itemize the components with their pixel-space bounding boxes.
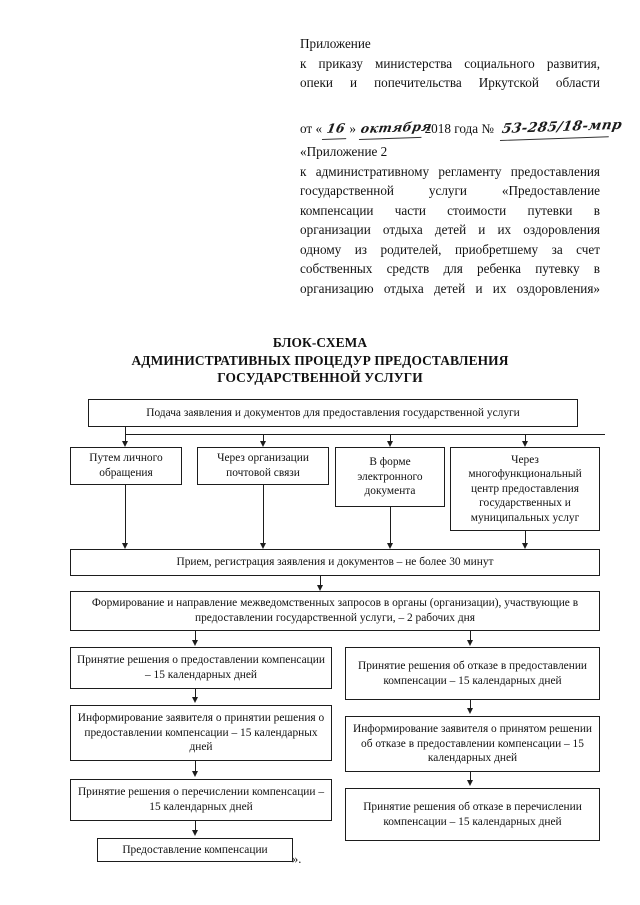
order-date-line: от «16 » октября 2018 года № 53-285/18-м… [300,116,624,141]
flow-node-left-decision-grant: Принятие решения о предоставлении компен… [70,647,332,689]
arrow-right-2-to-3 [467,780,473,786]
closing-quote-mark: ». [292,852,302,866]
arrow-right-1-to-2 [467,708,473,714]
flow-node-reception-label: Прием, регистрация заявления и документо… [176,556,494,569]
date-mid-2: 2018 года № [421,121,498,136]
arrow-ch4-to-reception [522,543,528,549]
title-line-3: ГОСУДАРСТВЕННОЙ УСЛУГИ [217,370,423,385]
page-title: БЛОК-СХЕМА АДМИНИСТРАТИВНЫХ ПРОЦЕДУР ПРЕ… [40,334,600,387]
connector-ch3-to-reception [390,507,391,545]
flow-node-channel-postal: Через организации почтовой связи [197,447,329,485]
flow-node-channel-postal-label: Через организации почтовой связи [217,452,309,479]
flow-node-right-notify-refuse: Информирование заявителя о принятом реше… [345,716,600,772]
flow-node-channel-mfc: Через многофункциональный центр предоста… [450,447,600,531]
flow-node-start: Подача заявления и документов для предос… [88,399,578,427]
flow-node-right-decision-refuse-label: Принятие решения об отказе в предоставле… [357,659,588,687]
flow-node-left-provide-compensation: Предоставление компенсации [97,838,293,862]
flow-node-right-notify-refuse-label: Информирование заявителя о принятом реше… [352,723,593,765]
flow-node-left-decision-grant-label: Принятие решения о предоставлении компен… [77,654,325,681]
appendix-2-label: «Приложение 2 [300,144,388,159]
connector-start-drop-c1 [125,427,126,435]
flow-node-channel-electronic: В форме электронного документа [335,447,445,507]
arrow-left-2-to-3 [192,771,198,777]
appendix-2-header: «Приложение 2 к административному реглам… [300,142,600,318]
flow-node-channel-in-person: Путем личного обращения [70,447,182,485]
flow-node-reception: Прием, регистрация заявления и документо… [70,549,600,576]
title-line-2: АДМИНИСТРАТИВНЫХ ПРОЦЕДУР ПРЕДОСТАВЛЕНИЯ [131,352,509,368]
connector-bus-to-ch4 [525,434,526,442]
appendix-to-order-header: Приложение к приказу министерства социал… [300,34,624,141]
arrow-interagency-to-left [192,640,198,646]
arrow-ch3-to-reception [387,543,393,549]
flow-node-right-refuse-transfer-label: Принятие решения об отказе в перечислени… [363,800,582,828]
flow-node-left-notify-grant-label: Информирование заявителя о принятии реше… [77,712,325,754]
flow-node-right-decision-refuse: Принятие решения об отказе в предоставле… [345,647,600,700]
arrow-ch1-to-reception [122,543,128,549]
connector-bus-to-ch3 [390,434,391,442]
connector-start-bus [125,434,605,435]
arrow-ch2-to-reception [260,543,266,549]
arrow-left-1-to-2 [192,697,198,703]
arrow-bus-to-ch3 [387,441,393,447]
appendix-label: Приложение [300,36,371,51]
flow-node-interagency-requests: Формирование и направление межведомствен… [70,591,600,631]
flow-node-channel-in-person-label: Путем личного обращения [89,452,163,479]
connector-bus-to-ch1 [125,434,126,442]
flow-node-left-decision-transfer: Принятие решения о перечислении компенса… [70,779,332,821]
arrow-left-3-to-4 [192,830,198,836]
appendix-2-body: к административному регламенту предостав… [300,163,600,296]
flow-node-left-notify-grant: Информирование заявителя о принятии реше… [70,705,332,761]
flow-node-channel-electronic-label: В форме электронного документа [357,456,423,498]
connector-bus-to-ch2 [263,434,264,442]
connector-left-3-to-4 [195,821,196,833]
connector-ch4-to-reception [525,531,526,545]
arrow-bus-to-ch2 [260,441,266,447]
connector-left-2-to-3 [195,761,196,774]
arrow-bus-to-ch4 [522,441,528,447]
connector-reception-to-interagency [320,576,321,587]
flow-node-right-refuse-transfer: Принятие решения об отказе в перечислени… [345,788,600,841]
date-mid-1: » [346,121,360,136]
flow-node-channel-mfc-label: Через многофункциональный центр предоста… [468,453,582,524]
date-prefix: от « [300,121,323,136]
title-line-1: БЛОК-СХЕМА [272,335,368,350]
flow-node-left-decision-transfer-label: Принятие решения о перечислении компенса… [77,786,325,813]
arrow-bus-to-ch1 [122,441,128,447]
appendix-to-order-body: к приказу министерства социального разви… [300,55,600,91]
connector-left-1-to-2 [195,689,196,700]
arrow-reception-to-interagency [317,585,323,591]
connector-interagency-to-right [470,631,471,642]
flow-node-start-label: Подача заявления и документов для предос… [146,406,520,419]
connector-right-1-to-2 [470,700,471,711]
flow-node-interagency-requests-label: Формирование и направление межведомствен… [91,597,579,624]
connector-interagency-to-left [195,631,196,642]
arrow-interagency-to-right [467,640,473,646]
connector-ch1-to-reception [125,485,126,545]
connector-ch2-to-reception [263,485,264,545]
flow-node-left-provide-compensation-label: Предоставление компенсации [122,843,268,856]
connector-right-2-to-3 [470,772,471,783]
